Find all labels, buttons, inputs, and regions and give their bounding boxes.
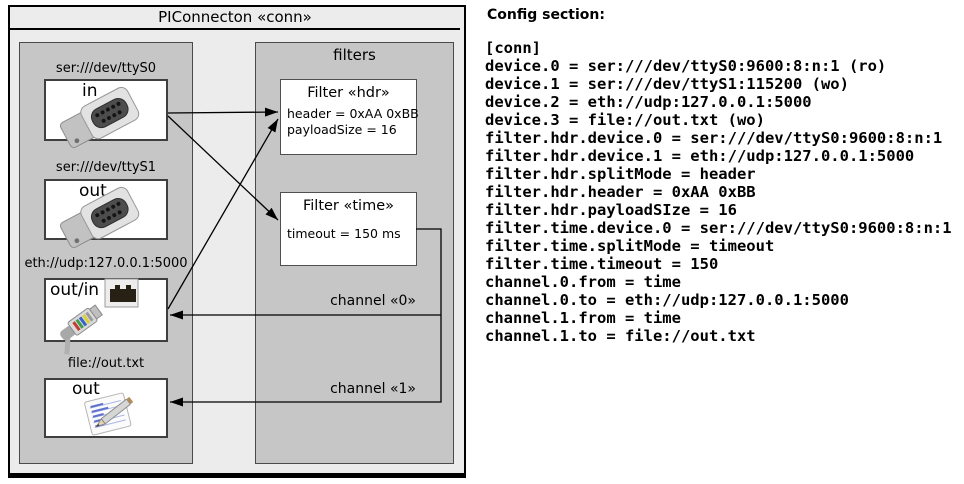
device-box-ttyS0 — [44, 79, 168, 141]
filters-panel-title: filters — [333, 46, 376, 64]
filter-time-title: Filter «time» — [302, 198, 395, 214]
filter-hdr-box: Filter «hdr» — [280, 79, 417, 155]
device-direction-label: out — [72, 379, 100, 399]
device-url-label: file://out.txt — [67, 356, 145, 371]
diagram-title: PIConnecton «conn» — [10, 7, 460, 30]
device-url-label: ser:///dev/ttyS0 — [55, 61, 157, 76]
channel-0-label: channel «0» — [330, 293, 416, 309]
filter-hdr-title: Filter «hdr» — [307, 85, 390, 101]
device-url-label: eth://udp:127.0.0.1:5000 — [24, 256, 188, 271]
filter-hdr-attributes: header = 0xAA 0xBB payloadSize = 16 — [287, 106, 419, 137]
device-direction-label: in — [82, 81, 98, 101]
device-direction-label: out/in — [50, 280, 100, 300]
device-box-file — [44, 378, 168, 438]
channel-1-label: channel «1» — [330, 381, 416, 397]
device-url-label: ser:///dev/ttyS1 — [55, 160, 157, 175]
filter-time-attributes: timeout = 150 ms — [287, 226, 401, 241]
config-listing: [conn] device.0 = ser:///dev/ttyS0:9600:… — [485, 39, 952, 345]
config-section-heading: Config section: — [487, 7, 605, 23]
device-direction-label: out — [79, 181, 107, 201]
